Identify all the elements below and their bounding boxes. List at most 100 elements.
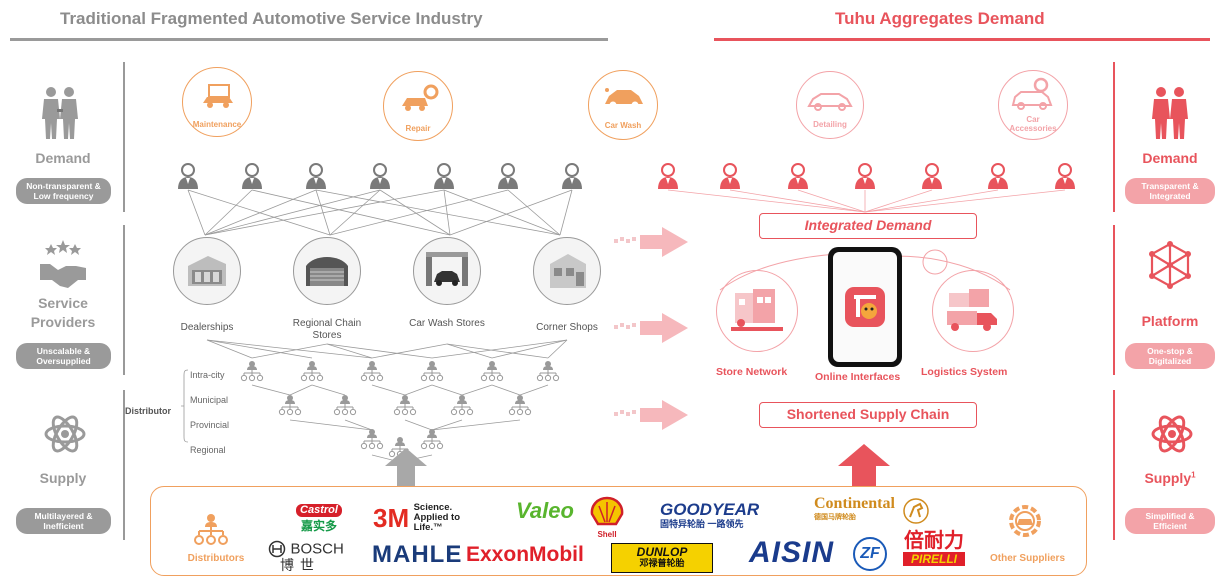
distributor-label: Distributor [125, 406, 171, 416]
left-header-underline [10, 38, 608, 41]
castrol-wordmark: Castrol [296, 504, 342, 517]
threem-wordmark: 3M [373, 503, 410, 533]
online-interfaces-label: Online Interfaces [815, 371, 901, 383]
bosch-chinese: 博世 [280, 557, 320, 574]
left-divider-3 [123, 390, 125, 540]
dunlop-wordmark: DUNLOP [636, 545, 688, 559]
service-car-accessories: Car Accessories [998, 70, 1068, 140]
right-platform-label: Platform [1141, 313, 1199, 329]
service-repair: Repair [383, 71, 453, 141]
service-detailing: Detailing [796, 71, 864, 139]
integrated-demand-box: Integrated Demand [759, 213, 977, 239]
store-network-circle [716, 270, 798, 352]
logistics-circle [932, 270, 1014, 352]
left-header-title: Traditional Fragmented Automotive Servic… [60, 9, 483, 28]
distributor-level: Regional [190, 445, 226, 455]
shop-icon [550, 254, 586, 288]
bosch-icon [268, 540, 286, 558]
building-icon [188, 256, 226, 286]
person-icon [988, 163, 1008, 189]
right-header-title: Tuhu Aggregates Demand [835, 9, 1045, 28]
phone-mockup [828, 247, 902, 367]
detailing-icon [807, 93, 853, 111]
right-supply-pill: Simplified & Efficient [1125, 508, 1215, 534]
continental-horse-icon [903, 498, 929, 524]
garage-icon [306, 257, 348, 286]
left-supply-pill: Multilayered & Inefficient [16, 508, 111, 534]
shell-wordmark: Shell [597, 530, 617, 539]
right-demand-label: Demand [1142, 150, 1198, 166]
goodyear-logo: GOODYEAR 固特异轮胎 一路领先 [660, 501, 759, 529]
pirelli-logo: 倍耐力 PIRELLI [903, 531, 965, 566]
person-icon [370, 163, 390, 189]
store-regional-chain [293, 237, 361, 305]
right-platform-pill: One-stop & Digitalized [1125, 343, 1215, 369]
person-icon [855, 163, 875, 189]
store-label: Corner Shops [536, 322, 598, 333]
service-maintenance: Maintenance [182, 67, 252, 137]
transition-arrow-platform [614, 313, 688, 343]
castrol-logo: Castrol 嘉实多 [290, 500, 348, 532]
service-car-wash: Car Wash [588, 70, 658, 140]
business-people-icon-red [1152, 87, 1188, 139]
store-label: Regional Chain Stores [292, 318, 362, 341]
bosch-logo: BOSCH 博世 [268, 540, 344, 572]
network-cube-icon [1149, 241, 1191, 289]
phone-screen [833, 252, 897, 362]
handshake-stars-icon [40, 240, 86, 288]
repair-icon [402, 84, 439, 111]
zf-wordmark: ZF [860, 545, 880, 562]
gear-car-icon [1009, 505, 1041, 537]
business-people-icon [42, 87, 78, 139]
store-label: Dealerships [180, 322, 234, 333]
distributors-label: Distributors [187, 553, 245, 564]
maintenance-icon [203, 84, 233, 108]
person-icon [242, 163, 262, 189]
store-label: Car Wash Stores [409, 318, 485, 329]
distributors-icon [194, 514, 228, 545]
shortened-supply-box: Shortened Supply Chain [759, 402, 977, 428]
transition-arrow-supply [614, 400, 688, 430]
threem-tagline: Science. Applied to Life.™ [413, 502, 461, 533]
other-suppliers-label: Other Suppliers [989, 553, 1065, 564]
atom-icon-gray [44, 415, 86, 453]
threem-logo: 3M Science. Applied to Life.™ [373, 503, 480, 533]
exxonmobil-logo: ExxonMobil [466, 543, 584, 566]
tuhu-app-icon [845, 287, 885, 327]
logistics-system-label: Logistics System [921, 366, 1008, 378]
continental-wordmark: Continental [814, 495, 895, 512]
service-label: Repair [405, 124, 431, 133]
person-icon [788, 163, 808, 189]
service-label: Maintenance [192, 120, 242, 129]
store-network-icon [731, 289, 783, 331]
left-demand-label: Demand [35, 150, 91, 166]
mahle-logo: MAHLE [372, 541, 463, 568]
person-icon [922, 163, 942, 189]
store-dealerships [173, 237, 241, 305]
shell-logo: Shell [589, 496, 625, 539]
service-label: Car Accessories [1009, 115, 1057, 133]
distributor-level: Municipal [190, 395, 229, 405]
transition-arrow-demand [614, 227, 688, 257]
left-demand-pill: Non-transparent & Low frequency [16, 178, 111, 204]
right-demand-pill: Transparent & Integrated [1125, 178, 1215, 204]
bosch-wordmark: BOSCH [290, 540, 344, 558]
goodyear-wordmark: GOODYEAR [660, 500, 760, 519]
dunlop-chinese: 邓禄普轮胎 [639, 558, 685, 568]
right-divider-1 [1113, 62, 1115, 212]
store-corner-shops [533, 237, 601, 305]
person-icon [1055, 163, 1075, 189]
valeo-logo: Valeo [516, 498, 574, 523]
right-divider-3 [1113, 390, 1115, 540]
shell-icon [590, 496, 624, 526]
continental-chinese: 德国马牌轮胎 [814, 514, 856, 521]
tiger-logo-icon [854, 295, 877, 319]
person-icon [178, 163, 198, 189]
dunlop-logo: DUNLOP 邓禄普轮胎 [611, 543, 713, 573]
distributor-level: Provincial [190, 420, 230, 430]
distributor-level: Intra-city [190, 370, 225, 380]
person-icon [306, 163, 326, 189]
person-icon [720, 163, 740, 189]
